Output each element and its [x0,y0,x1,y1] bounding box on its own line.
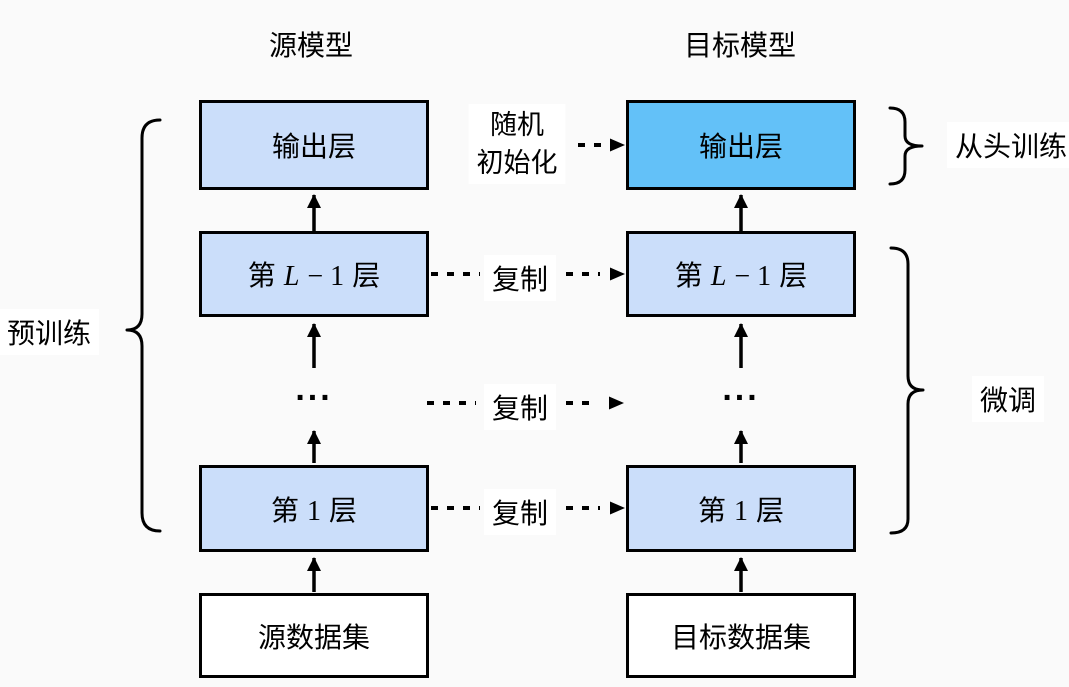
target-dataset-box: 目标数据集 [626,593,856,678]
target-dataset-label: 目标数据集 [670,621,811,653]
copy-label-l-minus-1: 复制 [483,255,557,301]
source-layer-1-box: 第 1 层 [199,465,429,552]
copy-label-ellipsis: 复制 [483,384,557,430]
source-dataset-label: 源数据集 [257,621,370,653]
target-layer-1-label: 第 1 层 [697,494,785,527]
target-layer-l-minus-1-box: 第 L − 1 层 [626,231,856,317]
source-layer-1-label: 第 1 层 [270,494,358,527]
source-layer-l-minus-1-label: 第 L − 1 层 [247,260,381,292]
target-ellipsis: ... [722,370,760,408]
random-init-dashed-arrow [578,138,625,152]
target-output-layer-box: 输出层 [626,100,856,190]
random-init-label: 随机 初始化 [468,104,566,184]
math-num-1: 1 [734,495,748,527]
train-from-scratch-label: 从头训练 [946,122,1069,168]
target-output-layer-label: 输出层 [698,131,783,162]
source-layer-l-minus-1-box: 第 L − 1 层 [199,231,429,317]
finetune-label: 微调 [971,376,1045,422]
target-layer-1-box: 第 1 层 [626,465,856,552]
finetune-brace [889,246,925,535]
math-var-L: L [710,261,727,292]
pretrain-brace [125,118,162,533]
source-dataset-box: 源数据集 [199,593,429,678]
source-model-header: 源模型 [268,30,354,61]
source-ellipsis: ... [295,370,333,408]
train-from-scratch-brace [888,106,924,186]
source-output-layer-box: 输出层 [199,100,429,190]
math-minus-one: − 1 [307,261,345,292]
target-model-header: 目标模型 [683,30,797,61]
target-layer-l-minus-1-label: 第 L − 1 层 [674,260,808,292]
copy-label-layer-1: 复制 [483,489,557,535]
pretrain-label: 预训练 [0,309,100,355]
math-minus-one: − 1 [734,261,772,292]
math-num-1: 1 [307,495,321,527]
math-var-L: L [283,261,300,292]
source-output-layer-label: 输出层 [271,131,356,162]
